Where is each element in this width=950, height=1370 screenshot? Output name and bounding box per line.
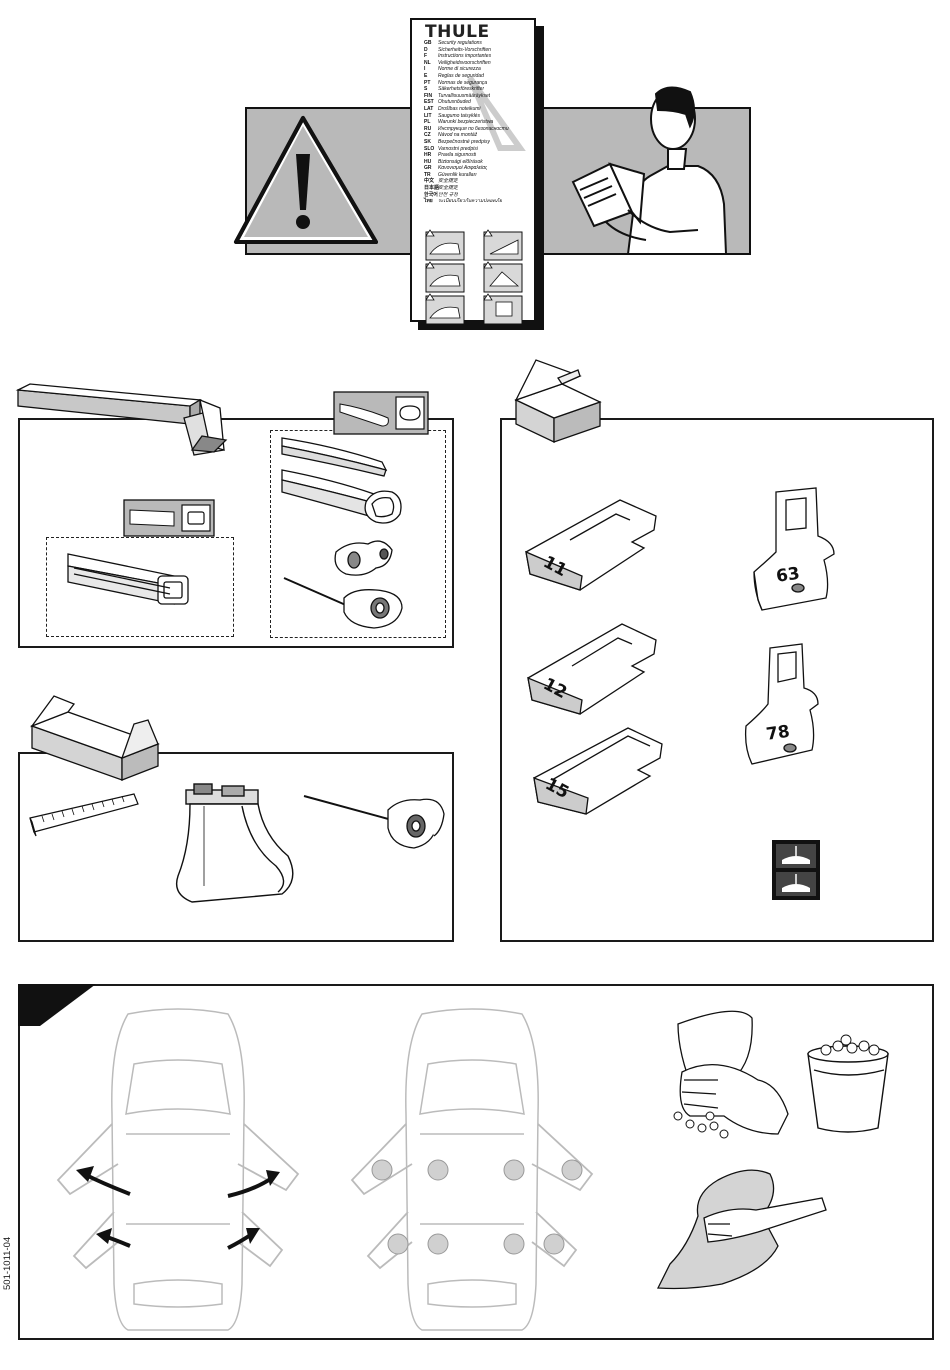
bars-illustration xyxy=(15,383,429,629)
fit-kit-illustration: 11 12 15 63 78 xyxy=(514,359,835,900)
aero-bar-profile-icon xyxy=(333,391,429,435)
footpad-icon xyxy=(525,499,657,591)
mount-point-marker xyxy=(371,1159,583,1255)
square-bar-option xyxy=(46,537,234,637)
footpad-icon xyxy=(527,623,657,715)
square-bar-profile-icon xyxy=(123,499,215,537)
measuring-tool-icon xyxy=(29,793,139,837)
bracket-number-63: 63 xyxy=(775,564,801,587)
bar-package-icon xyxy=(15,383,228,456)
bracket-icon xyxy=(753,487,835,611)
fit-kit-box-icon xyxy=(514,359,602,444)
safety-booklet xyxy=(410,18,544,330)
aero-bar-icon xyxy=(281,469,402,524)
booklet-shape xyxy=(410,18,544,330)
square-bar-icon xyxy=(67,553,189,605)
fit-kit-panel xyxy=(500,418,934,942)
foot-pack-box-icon xyxy=(30,695,160,781)
cleaning-bubble xyxy=(673,1111,729,1139)
door-arrowhead xyxy=(76,1166,280,1244)
bracket-number-78: 78 xyxy=(765,722,791,745)
lang-row: ไทยระเบียบเกี่ยวกับความปลอดภัย xyxy=(424,198,503,205)
aero-bar-icon xyxy=(281,437,388,477)
end-cap-icon xyxy=(334,540,393,576)
cleaning-hand-icon xyxy=(677,1010,789,1135)
car-top-view-icon xyxy=(56,1008,300,1331)
sticker-icon xyxy=(772,840,820,900)
step-corner-marker xyxy=(18,984,96,1026)
water-bucket-icon xyxy=(807,1034,889,1133)
car-top-view-icon xyxy=(350,1008,594,1331)
vehicle-prep-illustration xyxy=(18,984,889,1331)
person-reading-icon xyxy=(571,86,728,255)
roof-rack-foot-icon xyxy=(175,783,294,903)
brand-logo: THULE xyxy=(425,22,490,42)
t-track-adapter-icon xyxy=(283,577,403,629)
foot-pack-illustration xyxy=(29,695,445,903)
lang-row: 日本語安全規定 xyxy=(424,185,459,192)
lang-row: 中文安全規定 xyxy=(424,178,459,185)
footpad-icon xyxy=(533,727,663,815)
t-bolt-adapter-icon xyxy=(303,795,445,849)
drying-cloth-icon xyxy=(656,1169,827,1290)
part-number: 501-1011-04 xyxy=(2,1236,13,1290)
bracket-icon xyxy=(744,643,819,765)
warning-triangle-icon xyxy=(234,116,378,244)
